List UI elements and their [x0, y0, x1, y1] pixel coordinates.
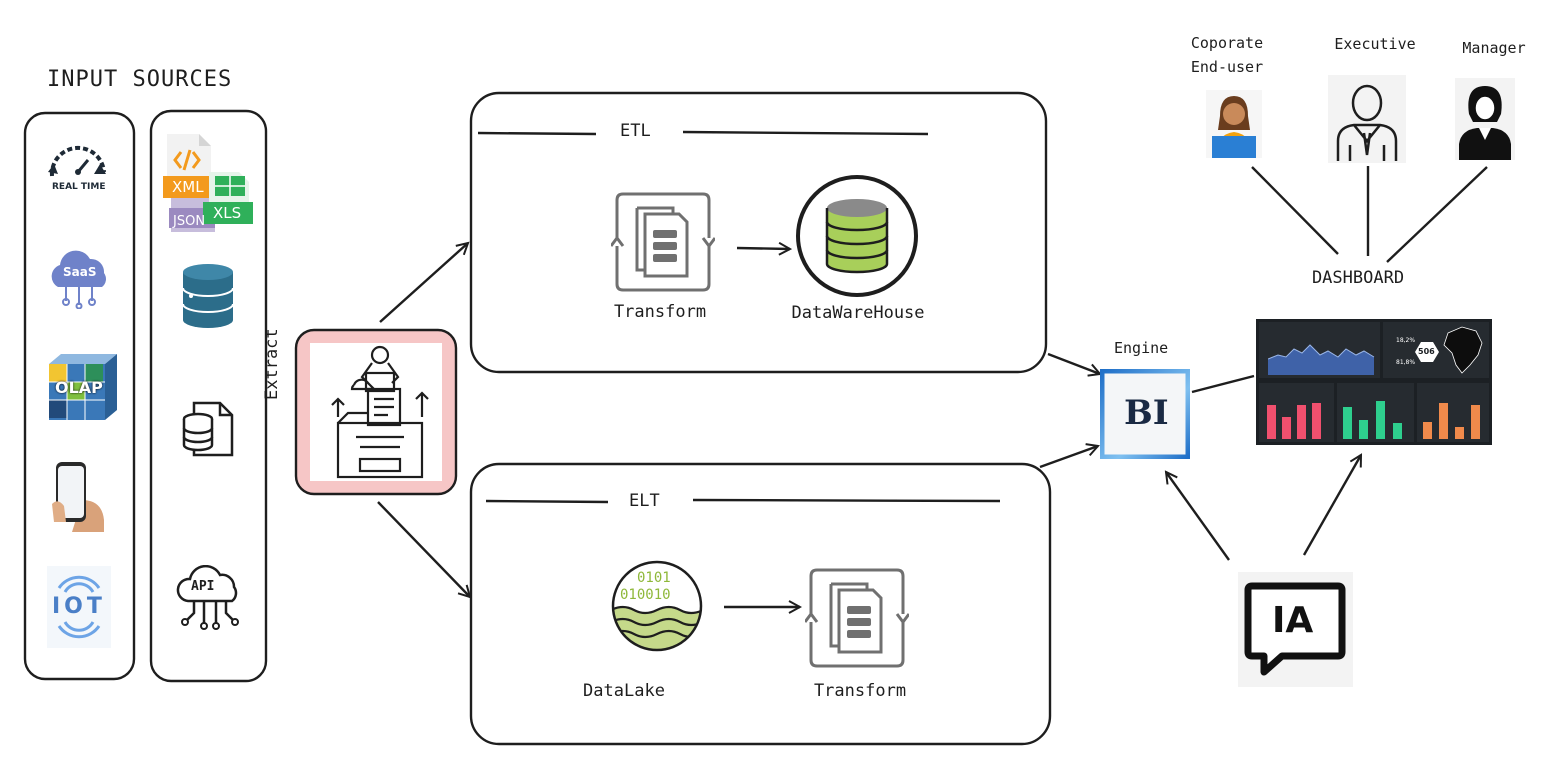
arrow-elt-to-bi — [1039, 446, 1098, 469]
manager-label: Manager — [1462, 39, 1526, 57]
realtime-icon: REAL TIME — [42, 142, 114, 202]
arrow-etl-to-bi — [1047, 352, 1100, 374]
bar-green-1 — [1343, 407, 1352, 439]
olap-cube-icon: OLAP — [45, 352, 119, 424]
database-file-icon — [180, 401, 236, 457]
arrow-extract-to-elt — [377, 501, 470, 597]
dashboard-thumbnail: 18,2% 81,8% 506 — [1256, 319, 1492, 445]
elt-transform-icon — [803, 566, 911, 670]
arrow-ia-to-bi — [1166, 472, 1230, 561]
line-manager-to-dashboard — [1386, 166, 1488, 263]
olap-label: OLAP — [55, 378, 103, 397]
bar-orange-4 — [1471, 405, 1480, 439]
extract-label: Extract — [262, 328, 282, 400]
etl-divider-right — [682, 130, 929, 136]
corporate-user-label-line2: End-user — [1190, 58, 1264, 76]
input-sources-right-column — [149, 109, 268, 683]
dashboard-kpi-percent-1: 18,2% — [1396, 337, 1416, 344]
bar-orange-3 — [1455, 427, 1464, 439]
corporate-user-label-line1: Coporate — [1190, 34, 1264, 52]
corporate-user-icon — [1206, 90, 1262, 158]
input-sources-left-column — [23, 111, 136, 681]
saas-label: SaaS — [63, 265, 97, 279]
elt-container — [469, 462, 1052, 746]
datalake-bits-bottom: 010010 — [620, 587, 671, 603]
elt-divider-left — [485, 499, 609, 504]
extract-robot-icon — [328, 343, 432, 479]
dashboard-label: DASHBOARD — [1311, 268, 1405, 288]
bar-pink-3 — [1297, 405, 1306, 439]
xml-label: XML — [172, 178, 204, 196]
datalake-label: DataLake — [583, 681, 665, 701]
bar-green-3 — [1376, 401, 1385, 439]
line-bi-to-dashboard — [1191, 374, 1255, 394]
executive-label: Executive — [1334, 35, 1416, 53]
input-sources-title: INPUT SOURCES — [47, 67, 233, 92]
dashboard-kpi-percent-2: 81,8% — [1396, 359, 1416, 366]
bar-green-4 — [1393, 423, 1402, 439]
etl-divider-left — [477, 131, 597, 136]
warehouse-label: DataWareHouse — [791, 303, 925, 323]
api-label: API — [191, 579, 215, 594]
bar-green-2 — [1359, 420, 1368, 439]
datalake-bits-top: 0101 — [637, 570, 671, 586]
arrow-ia-to-dashboard — [1302, 455, 1363, 556]
file-formats-icon: XML XLS JSON — [163, 132, 255, 234]
executive-icon — [1328, 75, 1406, 163]
bi-engine-icon: BI — [1099, 368, 1191, 460]
realtime-label: REAL TIME — [52, 182, 106, 192]
iot-label: IOT — [52, 594, 106, 619]
arrow-extract-to-etl — [379, 243, 468, 323]
bar-pink-2 — [1282, 417, 1291, 439]
bi-text: BI — [1124, 393, 1169, 433]
etl-container — [469, 91, 1048, 374]
elt-title: ELT — [629, 491, 660, 511]
elt-divider-right — [692, 498, 1001, 503]
line-corporate-to-dashboard — [1251, 166, 1339, 255]
api-cloud-icon: API — [176, 564, 244, 631]
ia-chat-icon: IA — [1238, 572, 1353, 687]
etl-title: ETL — [620, 121, 651, 141]
etl-transform-label: Transform — [613, 302, 707, 322]
iot-icon: IOT — [47, 566, 111, 648]
bar-pink-1 — [1267, 405, 1276, 439]
elt-transform-label: Transform — [813, 681, 907, 701]
bar-pink-4 — [1312, 403, 1321, 439]
manager-icon — [1455, 78, 1515, 160]
datawarehouse-icon — [795, 174, 919, 298]
json-label: JSON — [173, 214, 206, 229]
etl-transform-icon — [609, 190, 717, 294]
datalake-icon: 0101 010010 — [611, 560, 703, 652]
dashboard-area-chart — [1268, 344, 1375, 375]
ia-label: IA — [1272, 600, 1314, 641]
dashboard-kpi-hexagon — [1415, 342, 1439, 362]
smartphone-icon — [52, 460, 106, 532]
engine-label: Engine — [1114, 339, 1169, 357]
database-icon — [181, 262, 235, 330]
bar-orange-2 — [1439, 403, 1448, 439]
xls-label: XLS — [213, 204, 242, 222]
bar-orange-1 — [1423, 422, 1432, 439]
saas-cloud-icon: SaaS — [44, 247, 114, 310]
dashboard-kpi-total: 506 — [1418, 347, 1435, 356]
dashboard-map — [1443, 326, 1483, 374]
arrow-transform-to-warehouse — [736, 248, 790, 249]
